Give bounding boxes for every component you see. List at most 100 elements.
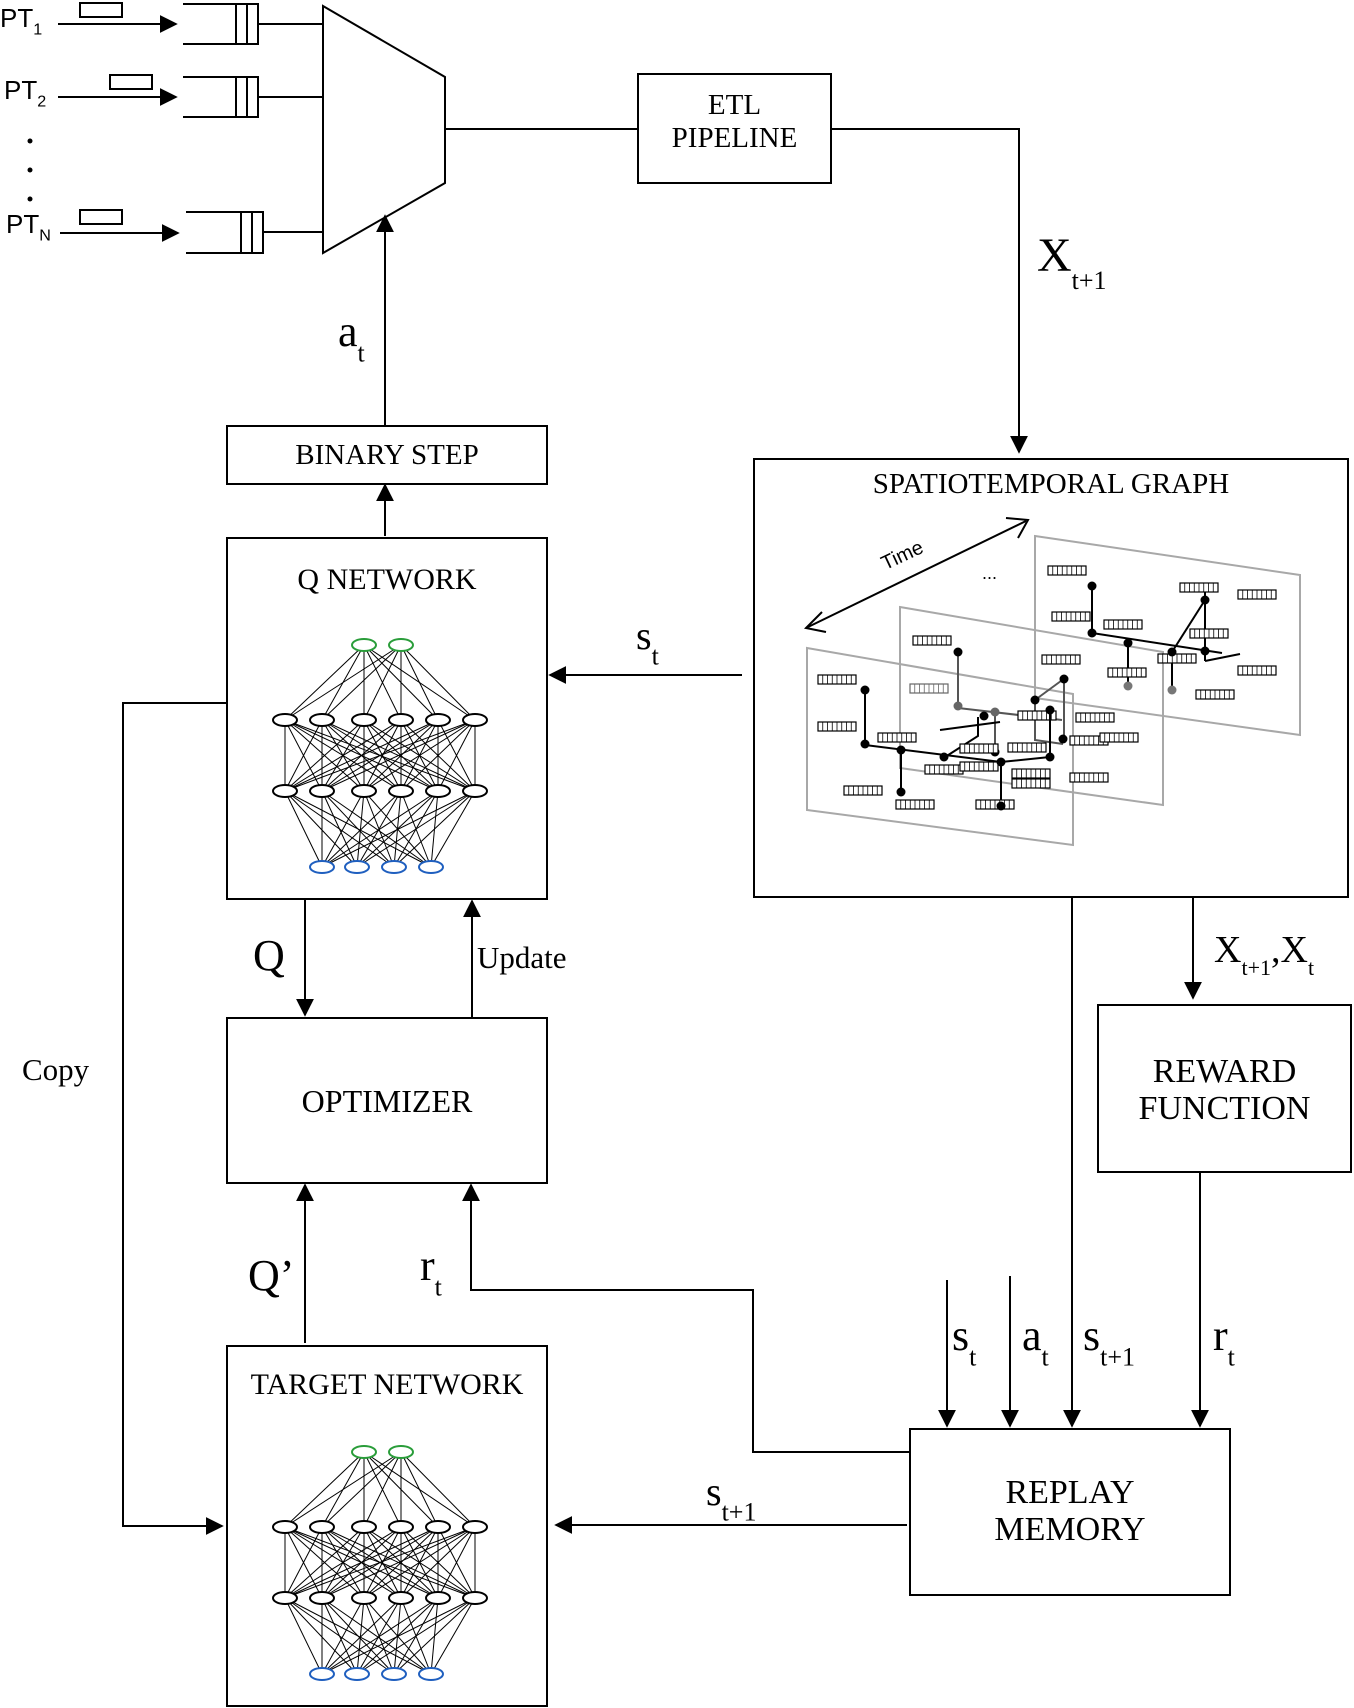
hidden-neuron (272, 1520, 298, 1534)
net-edge (284, 1526, 402, 1599)
replay-to-optimizer-arrow (462, 1183, 909, 1453)
input-neuron (381, 1667, 407, 1681)
net-edge (321, 1526, 476, 1599)
graph-node (953, 647, 963, 657)
net-edge (363, 1526, 439, 1599)
reward-function-label: REWARD FUNCTION (1138, 1053, 1311, 1127)
hidden-neuron (388, 784, 414, 798)
input-neuron (418, 1667, 444, 1681)
net-edge (363, 1451, 402, 1528)
net-edge (284, 719, 476, 792)
net-edge (356, 790, 365, 868)
hidden-neuron (351, 1520, 377, 1534)
input-neuron (344, 1667, 370, 1681)
net-edge (321, 1597, 358, 1675)
time-axis-arrowhead (1005, 517, 1030, 539)
net-edge (284, 1451, 402, 1528)
hidden-neuron (462, 713, 488, 727)
graph-node (1200, 646, 1210, 656)
hidden-neuron (425, 784, 451, 798)
copy-arrow (122, 702, 226, 1535)
graph-node (1167, 685, 1177, 695)
net-edge (430, 1597, 476, 1675)
net-edge (284, 790, 358, 868)
net-edge (356, 790, 402, 868)
net-edge (363, 644, 402, 721)
net-edge (284, 644, 402, 721)
ellipsis-dot (27, 138, 33, 144)
x-pair-label: Xt+1,Xt (1214, 929, 1315, 981)
hidden-neuron (425, 713, 451, 727)
net-edge (363, 1526, 476, 1599)
graph-node (979, 711, 989, 721)
net-edge (284, 1526, 323, 1599)
net-edge (284, 644, 365, 721)
hidden-neuron (272, 1591, 298, 1605)
etl-to-graph-arrow (831, 128, 1028, 454)
graph-node (1087, 628, 1097, 638)
graph-node (896, 787, 906, 797)
q-label: Q (253, 931, 285, 980)
queue-1 (183, 3, 323, 45)
net-edge (321, 1451, 402, 1528)
net-edge (284, 1526, 439, 1599)
target-network-box: TARGET NETWORK (226, 1345, 548, 1707)
hidden-neuron (351, 1591, 377, 1605)
replay-s-t-label: st (952, 1311, 977, 1372)
replay-s-next-label: st+1 (1083, 1311, 1136, 1372)
hidden-neuron (351, 784, 377, 798)
graph-edge (939, 721, 1001, 731)
net-edge (321, 790, 476, 868)
net-edge (400, 719, 476, 792)
net-edge (363, 719, 402, 792)
output-neuron (351, 638, 377, 652)
graph-node (860, 685, 870, 695)
net-edge (321, 790, 358, 868)
replay-memory-label: REPLAY MEMORY (994, 1474, 1146, 1548)
queue-2 (183, 76, 323, 118)
net-edge (284, 1526, 476, 1599)
update-label: Update (477, 940, 567, 975)
packet-2 (109, 74, 153, 90)
etl-pipeline-box: ETL PIPELINE (637, 73, 832, 184)
net-edge (356, 1597, 476, 1675)
graph-edge (941, 717, 979, 760)
net-edge (321, 790, 439, 868)
graph-node (860, 739, 870, 749)
copy-label: Copy (22, 1052, 90, 1087)
net-edge (400, 644, 476, 721)
net-edge (363, 719, 439, 792)
net-edge (284, 790, 323, 868)
binary-step-box: BINARY STEP (226, 425, 548, 485)
hidden-neuron (462, 784, 488, 798)
graph-node (990, 707, 1000, 717)
ptn-label: PTN (6, 209, 51, 245)
graph-node (1123, 638, 1133, 648)
net-edge (393, 790, 476, 868)
optimizer-box: OPTIMIZER (226, 1017, 548, 1184)
net-edge (321, 644, 402, 721)
net-edge (363, 719, 476, 792)
net-edge (400, 1451, 476, 1528)
input-neuron (381, 860, 407, 874)
net-edge (321, 1597, 365, 1675)
graph-node (1058, 734, 1068, 744)
net-edge (437, 719, 476, 792)
output-neuron (388, 1445, 414, 1459)
optimizer-label: OPTIMIZER (301, 1083, 473, 1119)
net-edge (356, 1597, 365, 1675)
output-neuron (351, 1445, 377, 1459)
net-edge (400, 1526, 476, 1599)
graph-node (1045, 752, 1055, 762)
q-network-neural-net (272, 638, 488, 874)
net-connections (284, 1451, 476, 1675)
ellipsis-dot (27, 196, 33, 202)
spatiotemporal-graph-label: SPATIOTEMPORAL GRAPH (872, 468, 1230, 500)
graph-edge (1204, 653, 1241, 662)
replay-a-t-label: at (1022, 1311, 1049, 1372)
hidden-neuron (309, 784, 335, 798)
net-edge (321, 790, 402, 868)
hidden-neuron (388, 1591, 414, 1605)
layers-ellipsis: ... (982, 563, 998, 583)
